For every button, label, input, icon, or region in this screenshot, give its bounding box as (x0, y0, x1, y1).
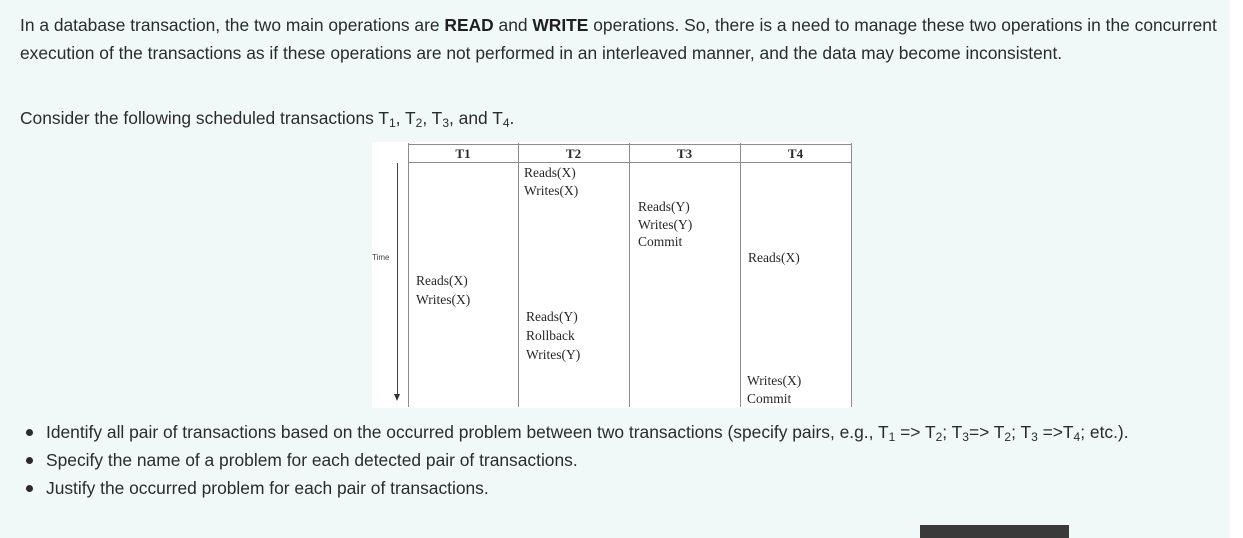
subscript: 4 (502, 116, 510, 130)
table-border (851, 143, 852, 407)
column-header-t2: T2 (565, 146, 582, 161)
table-border (740, 143, 741, 407)
column-header-t4: T4 (787, 146, 804, 161)
task-text: =>T (1037, 422, 1074, 442)
table-border (518, 143, 519, 407)
subscript: 3 (442, 116, 449, 130)
consider-end: . (509, 108, 515, 128)
op-t2-writes-y: Writes(Y) (526, 347, 581, 362)
op-t3-commit: Commit (638, 234, 683, 249)
task-text: ; T (942, 422, 963, 442)
op-t4-writes-x: Writes(X) (747, 373, 802, 388)
task-text: ; T (1011, 422, 1032, 442)
task-text: ; etc.). (1080, 422, 1129, 442)
table-border (408, 162, 851, 163)
consider-sep: , T (395, 108, 416, 128)
task-text: Specify the name of a problem for each d… (46, 450, 578, 470)
task-text: Identify all pair of transactions based … (46, 422, 889, 442)
subscript: 1 (388, 116, 396, 130)
list-item: Justify the occurred problem for each pa… (20, 474, 1225, 502)
subscript: 2 (1004, 430, 1012, 444)
intro-text: In a database transaction, the two main … (20, 15, 445, 35)
subscript: 4 (1073, 430, 1081, 444)
table-border (629, 143, 630, 407)
consider-sep: , T (422, 108, 443, 128)
time-axis-line (397, 163, 398, 399)
op-t2-writes-x: Writes(X) (524, 183, 579, 198)
op-t1-writes-x: Writes(X) (416, 292, 471, 307)
op-t4-reads-x: Reads(X) (748, 250, 800, 265)
subscript: 3 (962, 430, 969, 444)
subscript: 2 (415, 116, 423, 130)
op-t3-reads-y: Reads(Y) (638, 199, 690, 214)
list-item: Specify the name of a problem for each d… (20, 446, 1225, 474)
read-keyword: READ (444, 15, 494, 35)
list-item: Identify all pair of transactions based … (20, 418, 1225, 446)
op-t2-reads-x: Reads(X) (524, 165, 576, 180)
table-border (408, 144, 851, 145)
task-text: => T (895, 422, 936, 442)
op-t1-reads-x: Reads(X) (416, 273, 468, 288)
time-axis-label: Time (372, 253, 390, 262)
intro-paragraph: In a database transaction, the two main … (20, 11, 1225, 67)
intro-and: and (493, 15, 533, 35)
task-list: Identify all pair of transactions based … (20, 418, 1225, 502)
subscript: 1 (888, 430, 896, 444)
bullet-icon (26, 485, 33, 492)
consider-paragraph: Consider the following scheduled transac… (20, 104, 1225, 132)
bullet-icon (26, 457, 33, 464)
partial-button[interactable] (920, 525, 1069, 538)
write-keyword: WRITE (532, 15, 589, 35)
arrow-down-icon (394, 394, 400, 401)
task-text: => T (968, 422, 1005, 442)
consider-sep: , and T (449, 108, 503, 128)
intro-text-rest: operations. So, there is a need to manag… (20, 15, 1217, 63)
op-t2-rollback: Rollback (526, 328, 575, 343)
task-text: Justify the occurred problem for each pa… (46, 478, 489, 498)
subscript: 2 (935, 430, 943, 444)
column-header-t3: T3 (676, 146, 693, 161)
subscript: 3 (1031, 430, 1038, 444)
op-t4-commit: Commit (747, 391, 792, 406)
transaction-schedule-figure: Time T1 T2 T3 T4 Reads(X) Writes(X) Read… (372, 142, 852, 408)
consider-text: Consider the following scheduled transac… (20, 108, 389, 128)
bullet-icon (26, 429, 33, 436)
op-t2-reads-y: Reads(Y) (526, 309, 578, 324)
table-border (408, 143, 409, 407)
column-header-t1: T1 (455, 146, 471, 161)
op-t3-writes-y: Writes(Y) (638, 217, 693, 232)
